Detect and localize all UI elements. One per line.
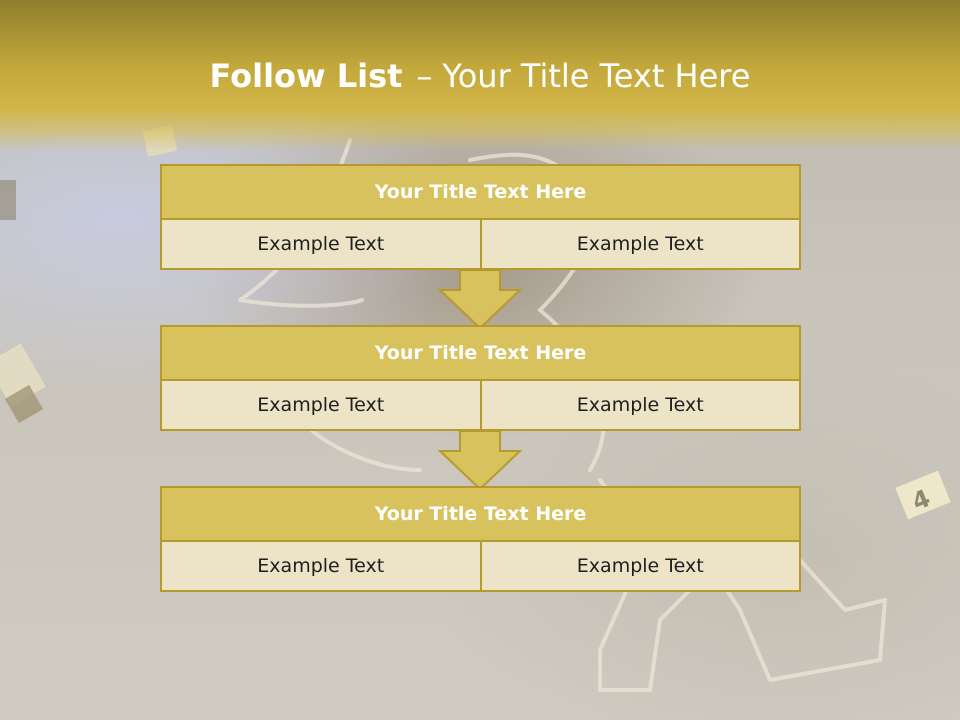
slide-title-bold: Follow List: [209, 57, 403, 95]
block-cell-right: Example Text: [481, 220, 801, 270]
down-arrow-icon: [438, 270, 522, 330]
block-cell-right: Example Text: [481, 381, 801, 431]
block-title: Your Title Text Here: [160, 486, 801, 542]
slide-title-separator: –: [416, 57, 433, 95]
down-arrow-icon: [438, 431, 522, 491]
block-cell-left: Example Text: [160, 542, 482, 592]
follow-block-2: Your Title Text Here Example Text Exampl…: [160, 325, 801, 431]
block-cell-left: Example Text: [160, 220, 482, 270]
follow-block-1: Your Title Text Here Example Text Exampl…: [160, 164, 801, 270]
follow-block-3: Your Title Text Here Example Text Exampl…: [160, 486, 801, 592]
block-cell-right: Example Text: [481, 542, 801, 592]
block-row: Example Text Example Text: [160, 542, 801, 592]
title-bar: [0, 0, 960, 150]
block-cell-left: Example Text: [160, 381, 482, 431]
slide-title-rest: Your Title Text Here: [442, 57, 751, 95]
block-row: Example Text Example Text: [160, 220, 801, 270]
block-row: Example Text Example Text: [160, 381, 801, 431]
slide-title: Follow List–Your Title Text Here: [0, 54, 960, 98]
block-title: Your Title Text Here: [160, 325, 801, 381]
block-title: Your Title Text Here: [160, 164, 801, 220]
